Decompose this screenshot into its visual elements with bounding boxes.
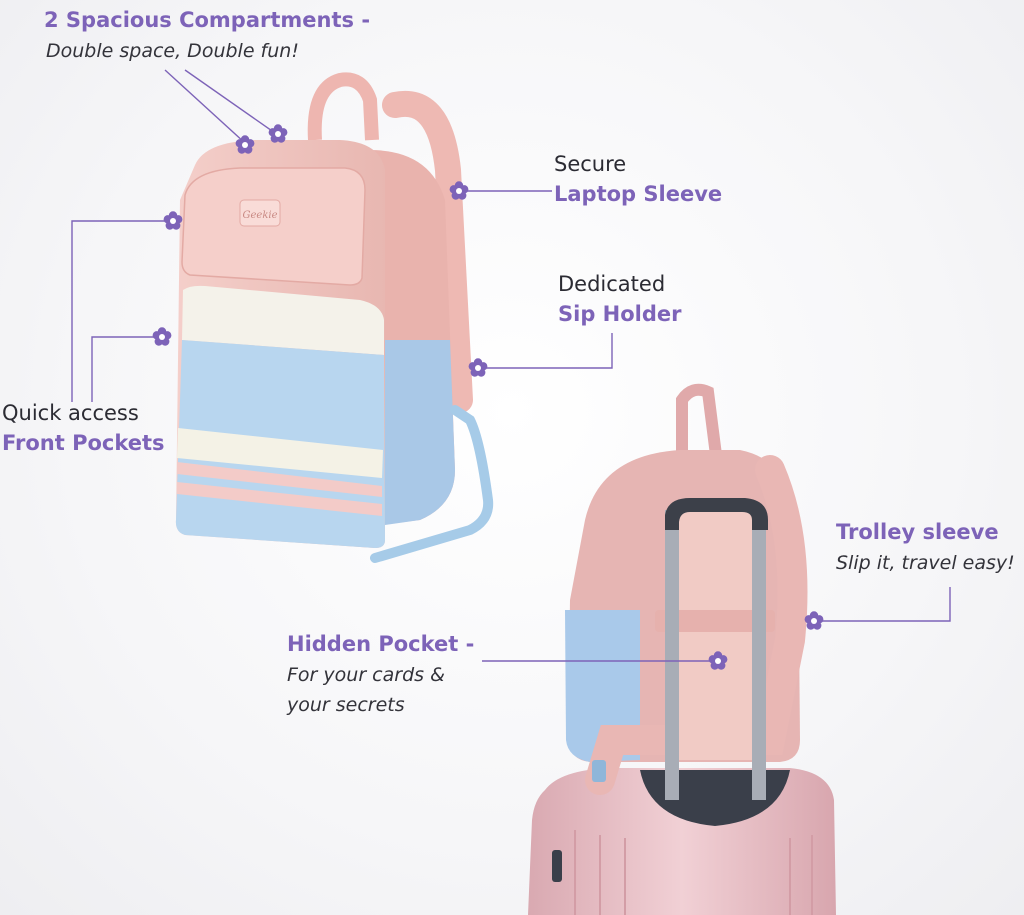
flower-icon [804,611,824,630]
brand-logo: Geekie [243,210,278,221]
hidden-line2: For your cards & [287,664,445,686]
laptop-line2: Laptop Sleeve [554,182,723,206]
compartments-subtitle: Double space, Double fun! [46,40,299,62]
sip-line1: Dedicated [558,272,666,296]
front-line1: Quick access [2,401,139,425]
laptop-line1: Secure [554,152,627,176]
sip-line2: Sip Holder [558,302,682,326]
flower-icon [235,135,255,154]
front-line2: Front Pockets [2,431,165,455]
compartments-title: 2 Spacious Compartments - [44,8,371,32]
flower-icon [468,358,488,377]
flower-icon [163,211,183,230]
callout-lines [71,69,951,662]
hidden-title: Hidden Pocket - [287,632,475,656]
hidden-line3: your secrets [287,694,405,716]
suitcase [528,768,836,915]
front-backpack: Geekie [175,72,494,563]
trolley-title: Trolley sleeve [836,520,999,544]
trolley-subtitle: Slip it, travel easy! [836,552,1015,574]
flower-icon [152,327,172,346]
flower-icon [268,124,288,143]
back-backpack [565,383,808,800]
